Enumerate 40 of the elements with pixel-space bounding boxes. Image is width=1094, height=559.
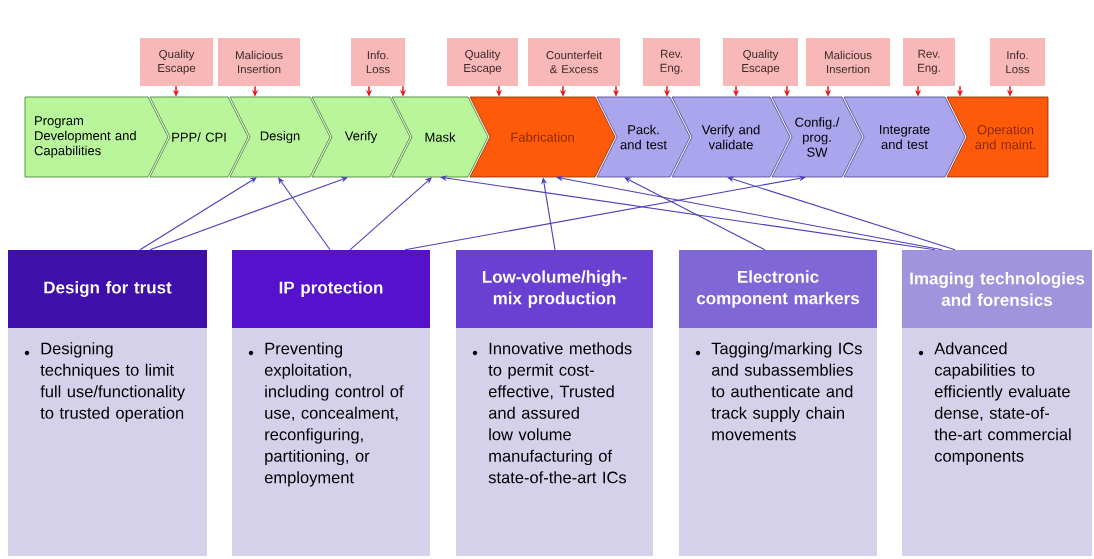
arrow (139, 177, 257, 251)
threat-box: Malicious Insertion (806, 38, 890, 86)
chevron-step: Mask (391, 96, 489, 178)
chevron-step: Pack. and test (596, 96, 691, 178)
arrow (278, 177, 331, 251)
threat-box: Malicious Insertion (218, 38, 300, 86)
category-card: Design for trust Designing techniques to limit full use/functionality to trusted operation (8, 250, 207, 556)
threat-box: Rev. Eng. (643, 38, 700, 86)
chevron-step: Integrate and test (843, 96, 966, 178)
threat-box: Info. Loss (351, 38, 405, 86)
arrow (624, 177, 766, 251)
threat-box: Quality Escape (723, 38, 798, 86)
arrow (149, 176, 348, 251)
threat-box: Quality Escape (447, 38, 518, 86)
threat-box: Counterfeit & Excess (528, 38, 620, 86)
chevron-step: Design (229, 96, 331, 178)
arrow (404, 175, 806, 251)
node-label: Low-volume/high-mix production (482, 270, 627, 308)
arrow (556, 175, 943, 251)
node-label: Design for trust (44, 281, 172, 297)
category-card: Imaging technologies and forensics Advanced capabilities to efficiently evaluate dense, state-of-the-art commercial components (902, 250, 1092, 556)
arrow (349, 177, 432, 251)
category-card: Low-volume/high-mix production Innovative methods to permit cost-effective, Trusted and assured low volume manufacturing of state-of-the-art ICs (456, 250, 653, 556)
threat-box: Info. Loss (990, 38, 1045, 86)
chevron-step: Config./ prog. SW (771, 96, 863, 178)
chevron-step: Verify (311, 96, 411, 178)
arrow (727, 176, 956, 251)
threat-box: Rev. Eng. (903, 38, 955, 86)
chevron-step: Fabrication (469, 96, 616, 178)
category-card: Electronic component markers Tagging/marking ICs and subassemblies to authenticate and track supply chain movements (679, 250, 877, 556)
chevron-step: PPP/ CPI (149, 96, 249, 178)
node-label: Imaging technologies and forensics (910, 272, 1085, 306)
chevron-step: Program Development and Capabilities (24, 96, 169, 178)
chevron-step: Verify and validate (671, 96, 791, 178)
node-label: IP protection (279, 281, 383, 297)
category-card: IP protection Preventing exploitation, including control of use, concealment, reconfiguring, partitioning, or employment (232, 250, 430, 556)
threat-box: Quality Escape (140, 38, 213, 86)
arrow (440, 175, 936, 251)
node-label: Electronic component markers (696, 270, 859, 308)
chevron-step: Operation and maint. (946, 96, 1049, 178)
